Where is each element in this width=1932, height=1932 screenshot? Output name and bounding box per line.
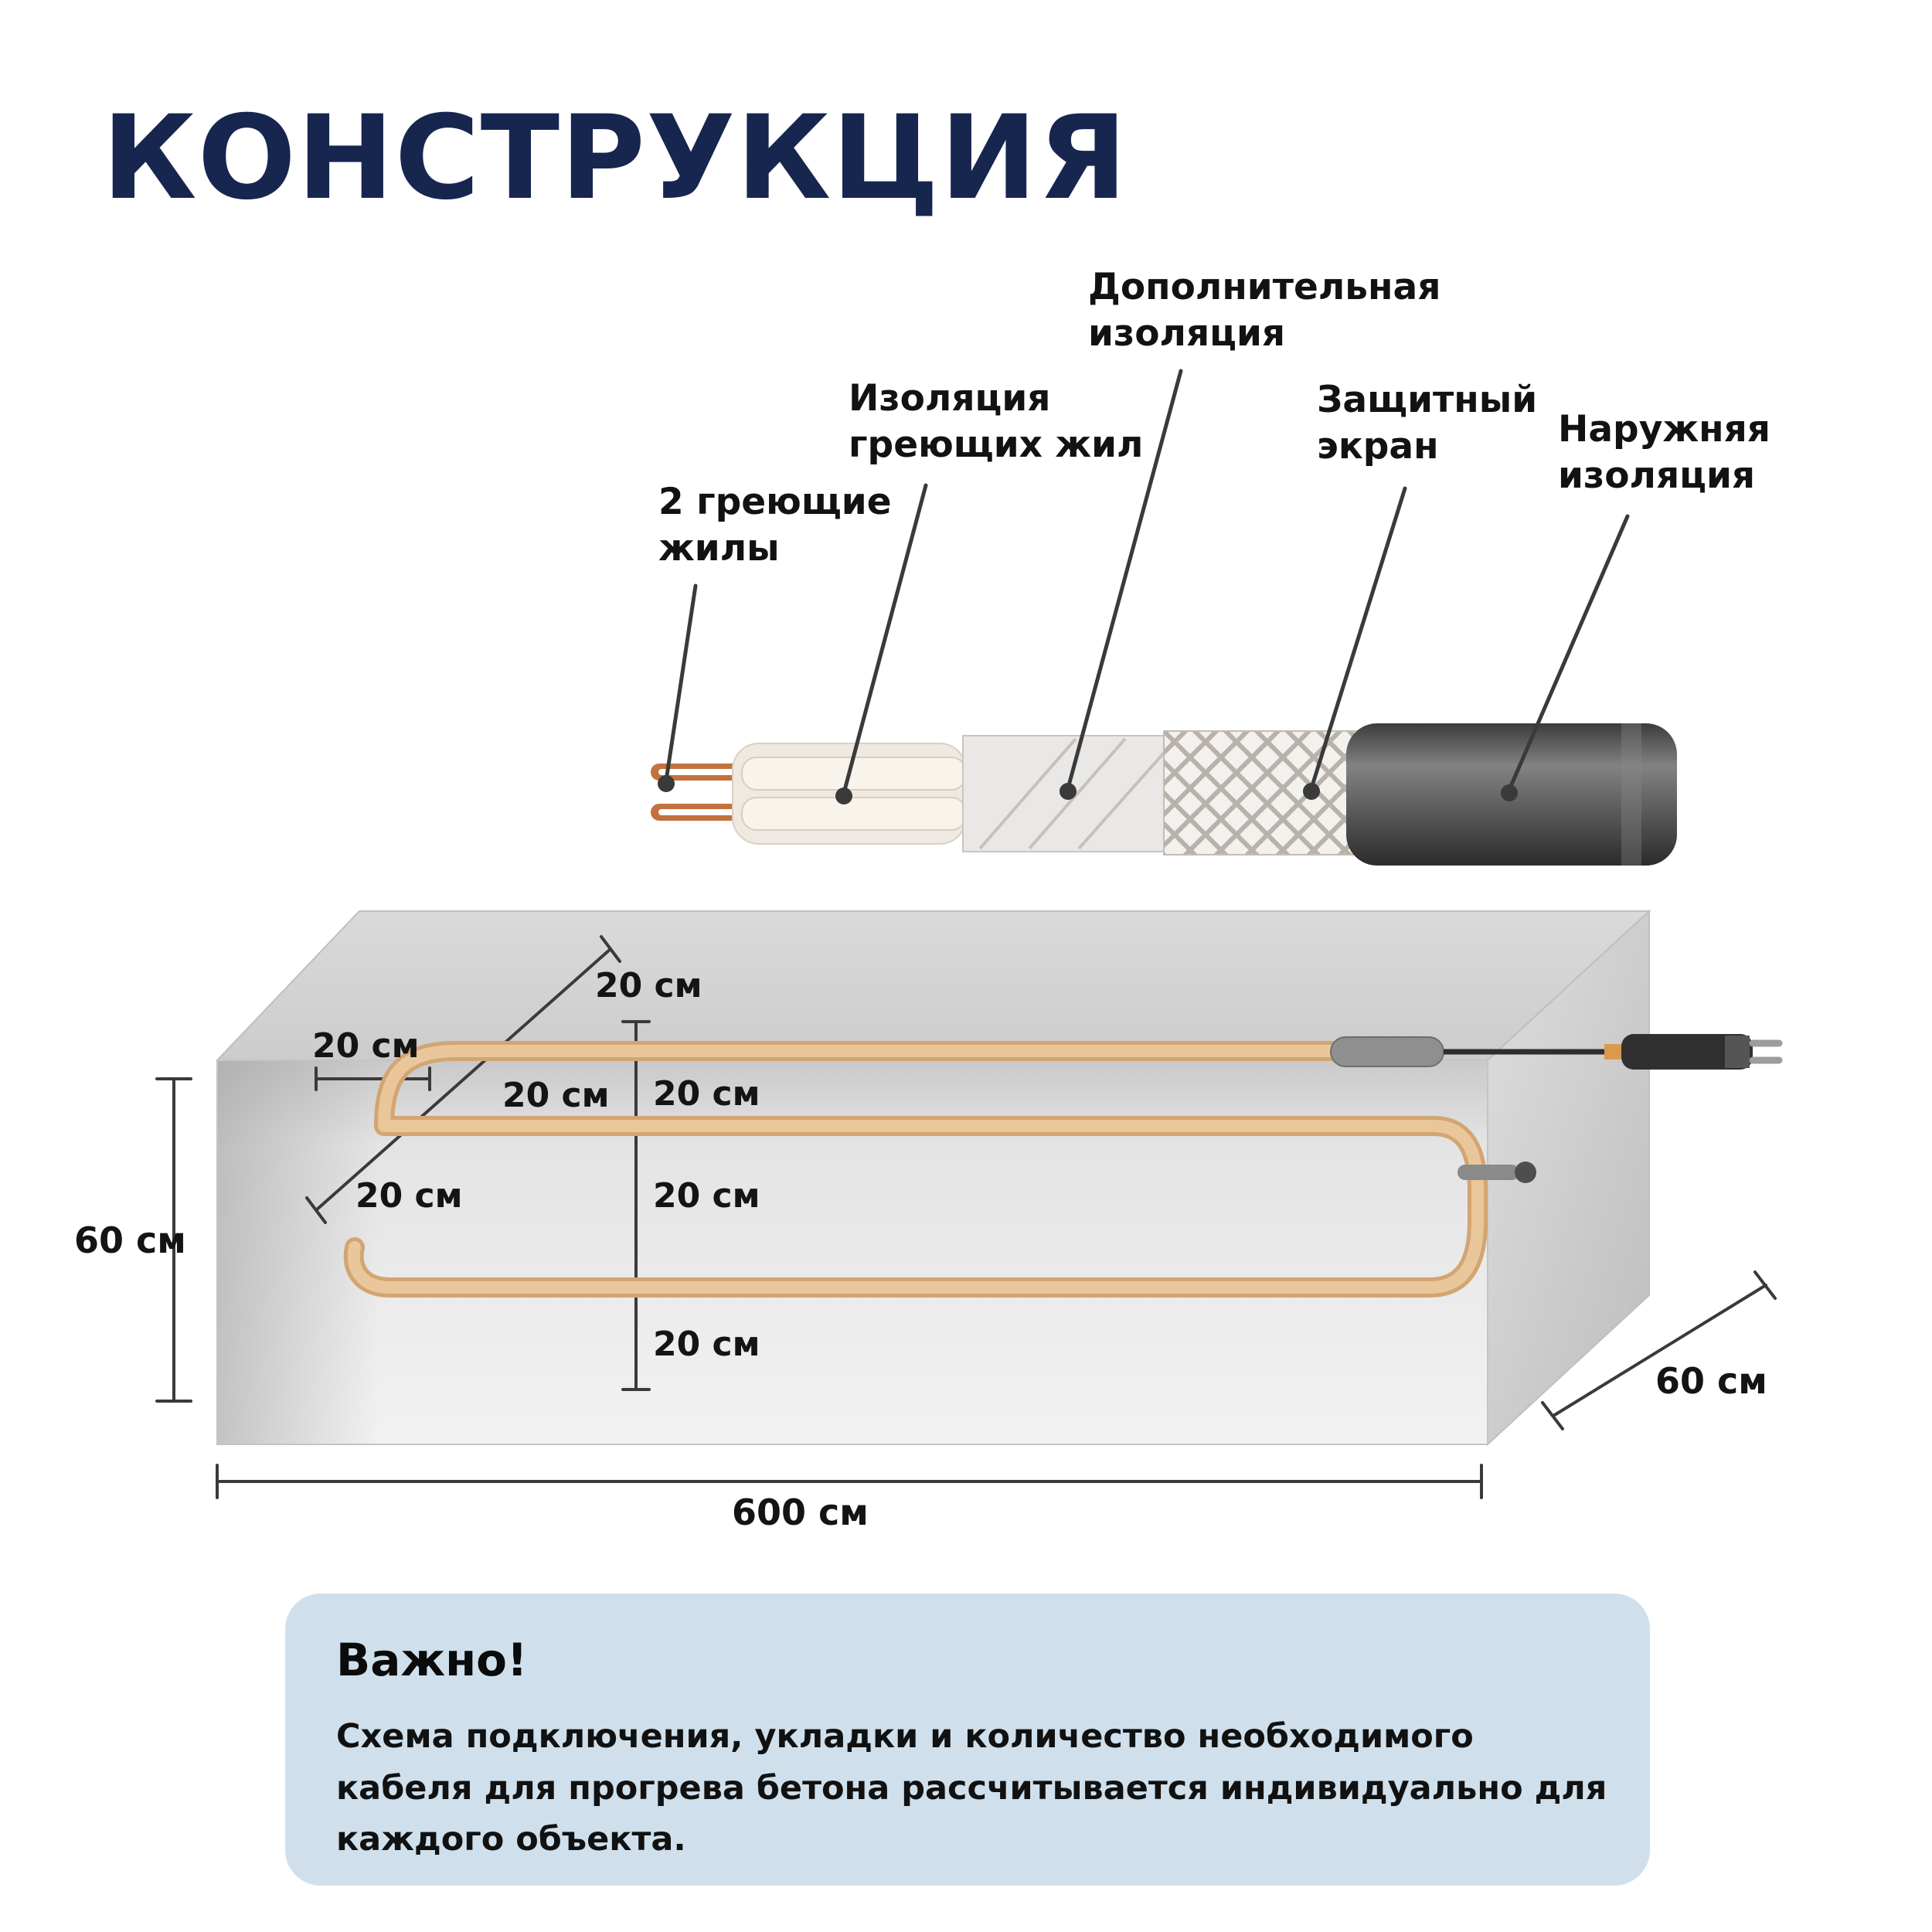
cable-heating-cores: [651, 764, 753, 821]
label-shield: Защитный экран: [1317, 379, 1538, 468]
dim-label-spacing-top-diagonal: 20 см: [595, 966, 702, 1005]
dimension-line-length: [216, 1464, 1483, 1499]
temperature-sensor: [1458, 1162, 1536, 1183]
note-box: Важно! Схема подключения, укладки и коли…: [285, 1594, 1650, 1886]
concrete-block: [215, 909, 1651, 1447]
label-outer-insulation: Наружняя изоляция: [1558, 408, 1770, 498]
dim-label-spacing-vertical-2: 20 см: [653, 1176, 760, 1216]
leader-line-additional-insulation: [1066, 369, 1183, 791]
label-additional-insulation: Дополнительная изоляция: [1088, 266, 1441, 355]
power-plug: [1604, 1034, 1783, 1070]
dimension-line-height: [155, 1077, 192, 1403]
dim-label-depth: 60 см: [1655, 1360, 1767, 1402]
leader-line-heating-cores: [664, 583, 698, 783]
heating-cable: [343, 1034, 1783, 1298]
cable-cutaway-illustration: [651, 723, 1677, 866]
note-body: Схема подключения, укладки и количество …: [336, 1717, 1607, 1859]
leader-lines: [664, 369, 1630, 795]
leader-line-outer-insulation: [1507, 514, 1630, 792]
label-core-insulation: Изоляция греющих жил: [849, 377, 1144, 467]
note-heading: Важно!: [336, 1634, 528, 1686]
leader-dots: [658, 775, 1518, 804]
leader-line-shield: [1309, 486, 1407, 791]
dim-label-height: 60 см: [74, 1219, 186, 1261]
leader-line-core-insulation: [842, 483, 928, 795]
dim-label-spacing-bottom-diagonal: 20 см: [355, 1176, 463, 1216]
dim-label-offset-left: 20 см: [312, 1026, 420, 1066]
cable-shield-layer: [1163, 730, 1364, 855]
dimension-line-vertical-spacing: [621, 1020, 651, 1391]
page-title: КОНСТРУКЦИЯ: [102, 91, 1128, 226]
label-heating-cores: 2 греющие жилы: [658, 481, 892, 570]
dim-label-length: 600 см: [732, 1492, 869, 1533]
dimension-lines: [155, 935, 1777, 1499]
splice-sleeve: [1330, 1036, 1444, 1067]
dimension-line-offset-left: [315, 1066, 431, 1091]
dim-label-spacing-vertical-1: 20 см: [653, 1074, 760, 1114]
dimension-line-diagonal-spacing: [305, 935, 621, 1224]
dim-label-spacing-mid-diagonal: 20 см: [502, 1076, 610, 1115]
heating-cable-path: [347, 1045, 1484, 1294]
dimension-line-depth: [1541, 1270, 1777, 1430]
dim-label-spacing-vertical-3: 20 см: [653, 1325, 760, 1364]
